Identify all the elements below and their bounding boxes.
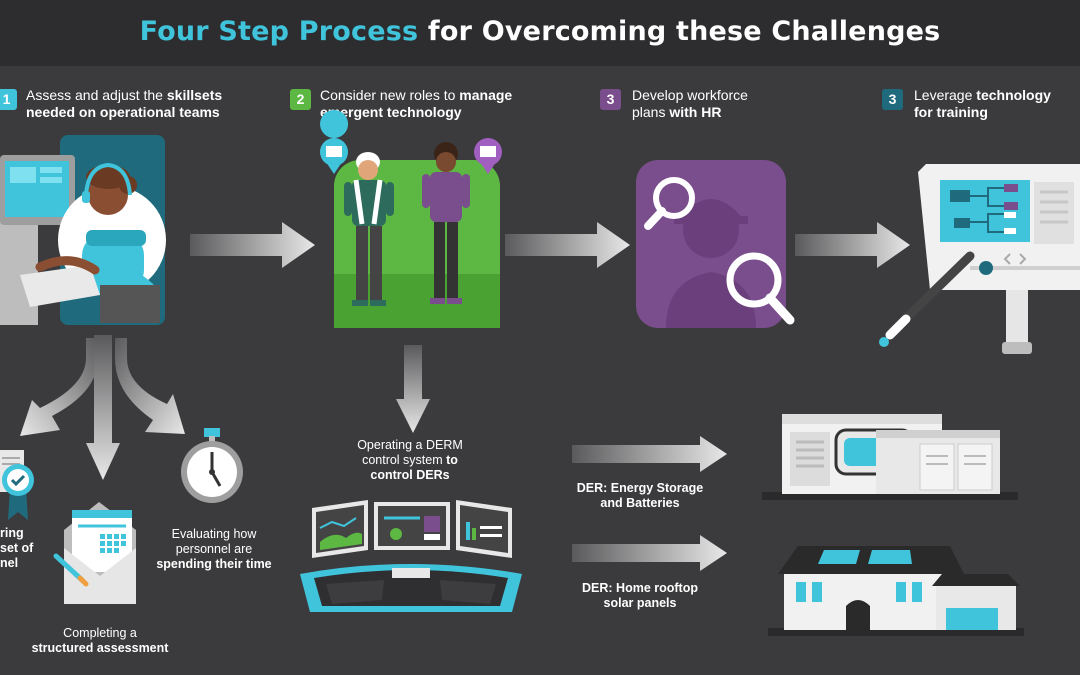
arrow-down-center	[86, 335, 120, 480]
certificate-icon	[0, 450, 34, 520]
training-board-illustration	[879, 164, 1080, 354]
caption-completing-assessment: Completing a structured assessment	[31, 626, 169, 655]
title-accent: Four Step Process	[139, 16, 419, 47]
arrow-der-storage	[572, 436, 727, 472]
caption-evaluating-time: Evaluating how personnel are spending th…	[156, 527, 272, 571]
operator-illustration	[0, 135, 166, 325]
caption-derm-system: Operating a DERM control system to contr…	[357, 438, 463, 482]
step-2-badge: 2	[290, 89, 311, 110]
home-solar-panels-icon	[768, 546, 1024, 636]
caption-partial-left: ring set of nel	[0, 526, 34, 570]
caption-der-energy-storage: DER: Energy Storage and Batteries	[576, 481, 704, 510]
hr-search-illustration	[636, 160, 795, 328]
step-3-label: Develop workforce plans with HR	[632, 87, 748, 120]
step-1-label: Assess and adjust the skillsets needed o…	[26, 87, 223, 120]
step-4-label: Leverage technology for training	[914, 87, 1051, 120]
arrow-step2-to-step3	[505, 222, 630, 268]
step-2-label: Consider new roles to manage emergent te…	[320, 87, 513, 120]
title-bar	[0, 0, 1080, 66]
arrow-step1-to-step2	[190, 222, 315, 268]
energy-storage-battery-icon	[762, 414, 1018, 500]
step-3-badge: 3	[600, 89, 621, 110]
caption-der-solar: DER: Home rooftop solar panels	[582, 581, 698, 610]
arrow-down-left	[20, 338, 98, 436]
step-1-badge: 1	[0, 89, 17, 110]
derm-control-console-icon	[300, 500, 522, 612]
arrow-down-right	[115, 338, 185, 434]
stopwatch-icon	[181, 428, 243, 503]
step-4-badge: 3	[882, 89, 903, 110]
arrow-down-derm	[396, 345, 430, 433]
page-title: Four Step Process for Overcoming these C…	[0, 16, 1080, 47]
arrow-der-solar	[572, 535, 727, 571]
arrow-step3-to-step4	[795, 222, 910, 268]
assessment-envelope-icon	[53, 502, 136, 604]
workers-illustration	[320, 110, 502, 328]
title-rest: for Overcoming these Challenges	[418, 16, 941, 47]
